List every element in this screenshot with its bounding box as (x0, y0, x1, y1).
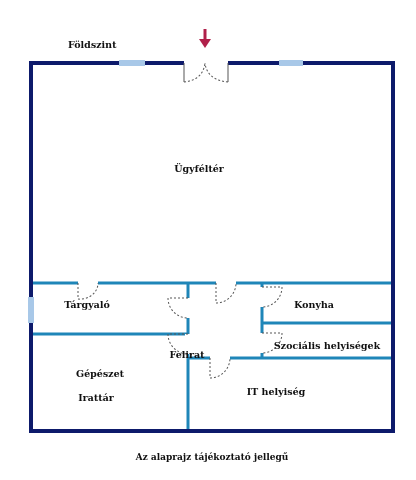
main-entrance-door (183, 60, 229, 83)
door-swing-icon (259, 286, 283, 308)
room-label-felirat: Felirat (169, 350, 205, 361)
window (119, 60, 145, 66)
door-swing-icon (215, 280, 237, 304)
door-swing-icon (167, 297, 191, 319)
plan-caption: Az alaprajz tájékoztató jellegű (135, 452, 289, 463)
room-label-gepeszet: Gépészet (76, 369, 125, 380)
room-label-targyalo: Tárgyaló (64, 300, 110, 311)
room-label-irattar: Irattár (78, 393, 115, 404)
door-swing-icon (77, 281, 99, 300)
window (28, 297, 34, 323)
room-label-it: IT helyiség (247, 387, 306, 398)
room-label-konyha: Konyha (294, 300, 334, 311)
entrance-arrow-icon (199, 29, 211, 48)
door-swing-icon (259, 332, 283, 354)
window (279, 60, 303, 66)
door-swing-icon (209, 355, 231, 379)
door-swing-icon (167, 333, 191, 355)
level-title: Földszint (68, 40, 117, 51)
interior-doors (77, 280, 283, 379)
room-label-szocialis: Szociális helyiségek (274, 341, 381, 352)
room-label-ugyfelter: Ügyféltér (174, 162, 225, 175)
windows (28, 60, 303, 323)
